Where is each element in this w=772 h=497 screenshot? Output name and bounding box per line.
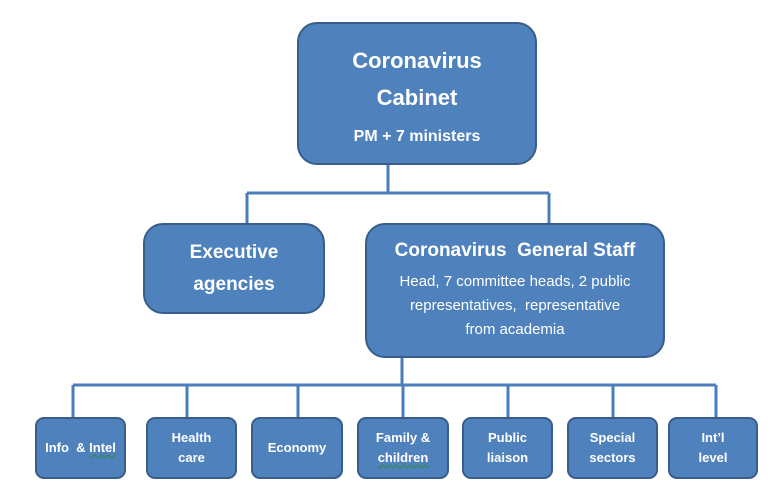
committee-label-line1: Economy [267,440,327,455]
committee-family-children: Family & children [357,417,449,479]
committee-special-sectors: Special sectors [567,417,658,479]
committee-label: Info & Intel [45,440,116,455]
committee-label-line2: children [377,450,429,465]
general-staff-desc-line2: representatives, representative [409,296,621,314]
general-staff-desc-line3: from academia [465,320,565,338]
committee-label-line1: Public [487,430,527,445]
committee-label-line1: Int’l [701,430,725,445]
committee-info-intel: Info & Intel [35,417,126,479]
committee-label-line2: care [178,450,205,465]
executive-agencies-box: Executive agencies [143,223,325,314]
cabinet-title-line2: Cabinet [376,84,458,110]
committee-label-line2: liaison [486,450,529,465]
committee-public-liaison: Public liaison [462,417,553,479]
committee-label-line2: sectors [589,450,636,465]
executive-line1: Executive [189,241,279,263]
committee-intl-level: Int’l level [668,417,758,479]
cabinet-box: Coronavirus Cabinet PM + 7 ministers [297,22,537,165]
general-staff-description: Head, 7 committee heads, 2 public repres… [400,270,631,342]
cabinet-subtitle: PM + 7 ministers [353,127,481,145]
committee-label-line1: Special [589,430,636,445]
cabinet-title-line1: Coronavirus [352,47,482,73]
committee-health-care: Health care [146,417,237,479]
committee-economy: Economy [251,417,343,479]
general-staff-title: Coronavirus General Staff [394,239,636,261]
general-staff-desc-line1: Head, 7 committee heads, 2 public [399,272,631,290]
committee-label-line2: level [698,450,728,465]
general-staff-box: Coronavirus General Staff Head, 7 commit… [365,223,665,358]
committee-label-line1: Family & [375,430,431,445]
executive-line2: agencies [193,273,275,295]
committee-label-line1: Health [171,430,212,445]
